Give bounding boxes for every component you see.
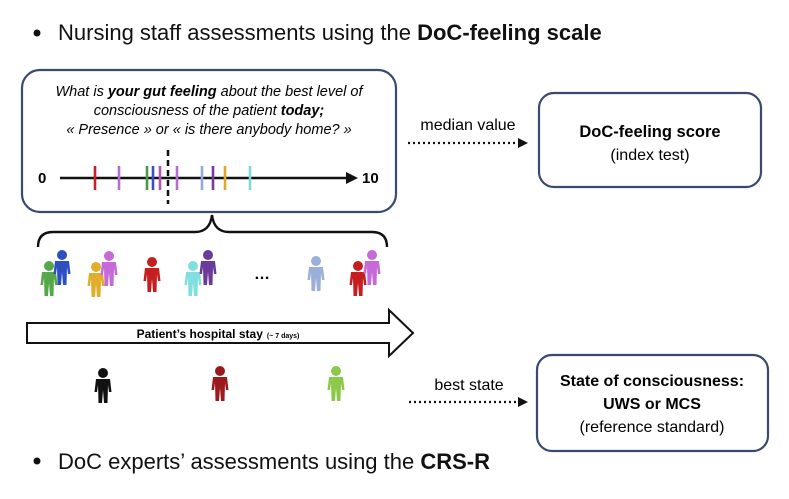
question-line-2: consciousness of the patient today; xyxy=(94,103,325,119)
expert-person-icon xyxy=(94,368,112,403)
question-line-3: « Presence » or « is there anybody home?… xyxy=(66,122,351,138)
median-value-label: median value xyxy=(420,117,515,134)
question-box xyxy=(20,68,398,214)
nurse-person-icon xyxy=(184,261,202,296)
doc-score-subtitle: (index test) xyxy=(610,147,689,164)
nurse-person-icon xyxy=(349,261,367,296)
nurse-person-icon xyxy=(143,257,161,292)
best-state-label: best state xyxy=(434,377,503,394)
curly-brace xyxy=(36,214,389,248)
doc-score-box xyxy=(537,91,763,189)
doc-score-title: DoC-feeling score xyxy=(579,123,720,141)
bullet-bottom-text: DoC experts’ assessments using the CRS-R xyxy=(58,449,490,474)
expert-person-icon xyxy=(211,366,229,401)
nurse-person-icon xyxy=(363,250,381,285)
best-state-arrowhead xyxy=(518,397,528,407)
nurse-figures xyxy=(40,250,381,297)
median-arrowhead xyxy=(518,138,528,148)
consciousness-line-1: State of consciousness: xyxy=(560,373,744,390)
question-line-1: What is your gut feeling about the best … xyxy=(55,84,364,100)
scale-arrowhead xyxy=(346,172,358,184)
expert-person-icon xyxy=(327,366,345,401)
expert-figures xyxy=(94,366,345,403)
scale-min-label: 0 xyxy=(38,170,46,187)
scale-ticks xyxy=(93,166,252,190)
nurse-person-icon xyxy=(199,250,217,285)
consciousness-line-3: (reference standard) xyxy=(580,419,725,436)
bullet-top-text: Nursing staff assessments using the DoC-… xyxy=(58,20,602,45)
scale-max-label: 10 xyxy=(362,170,379,187)
hospital-stay-label: Patient’s hospital stay(~ 7 days) xyxy=(137,327,300,341)
bullet-dot-bottom xyxy=(33,457,41,465)
nurse-person-icon xyxy=(307,256,325,291)
bullet-dot-top xyxy=(33,29,41,37)
consciousness-box xyxy=(535,353,770,453)
ellipsis: … xyxy=(254,266,270,283)
consciousness-line-2: UWS or MCS xyxy=(603,396,701,413)
hospital-stay-arrow xyxy=(26,307,415,359)
